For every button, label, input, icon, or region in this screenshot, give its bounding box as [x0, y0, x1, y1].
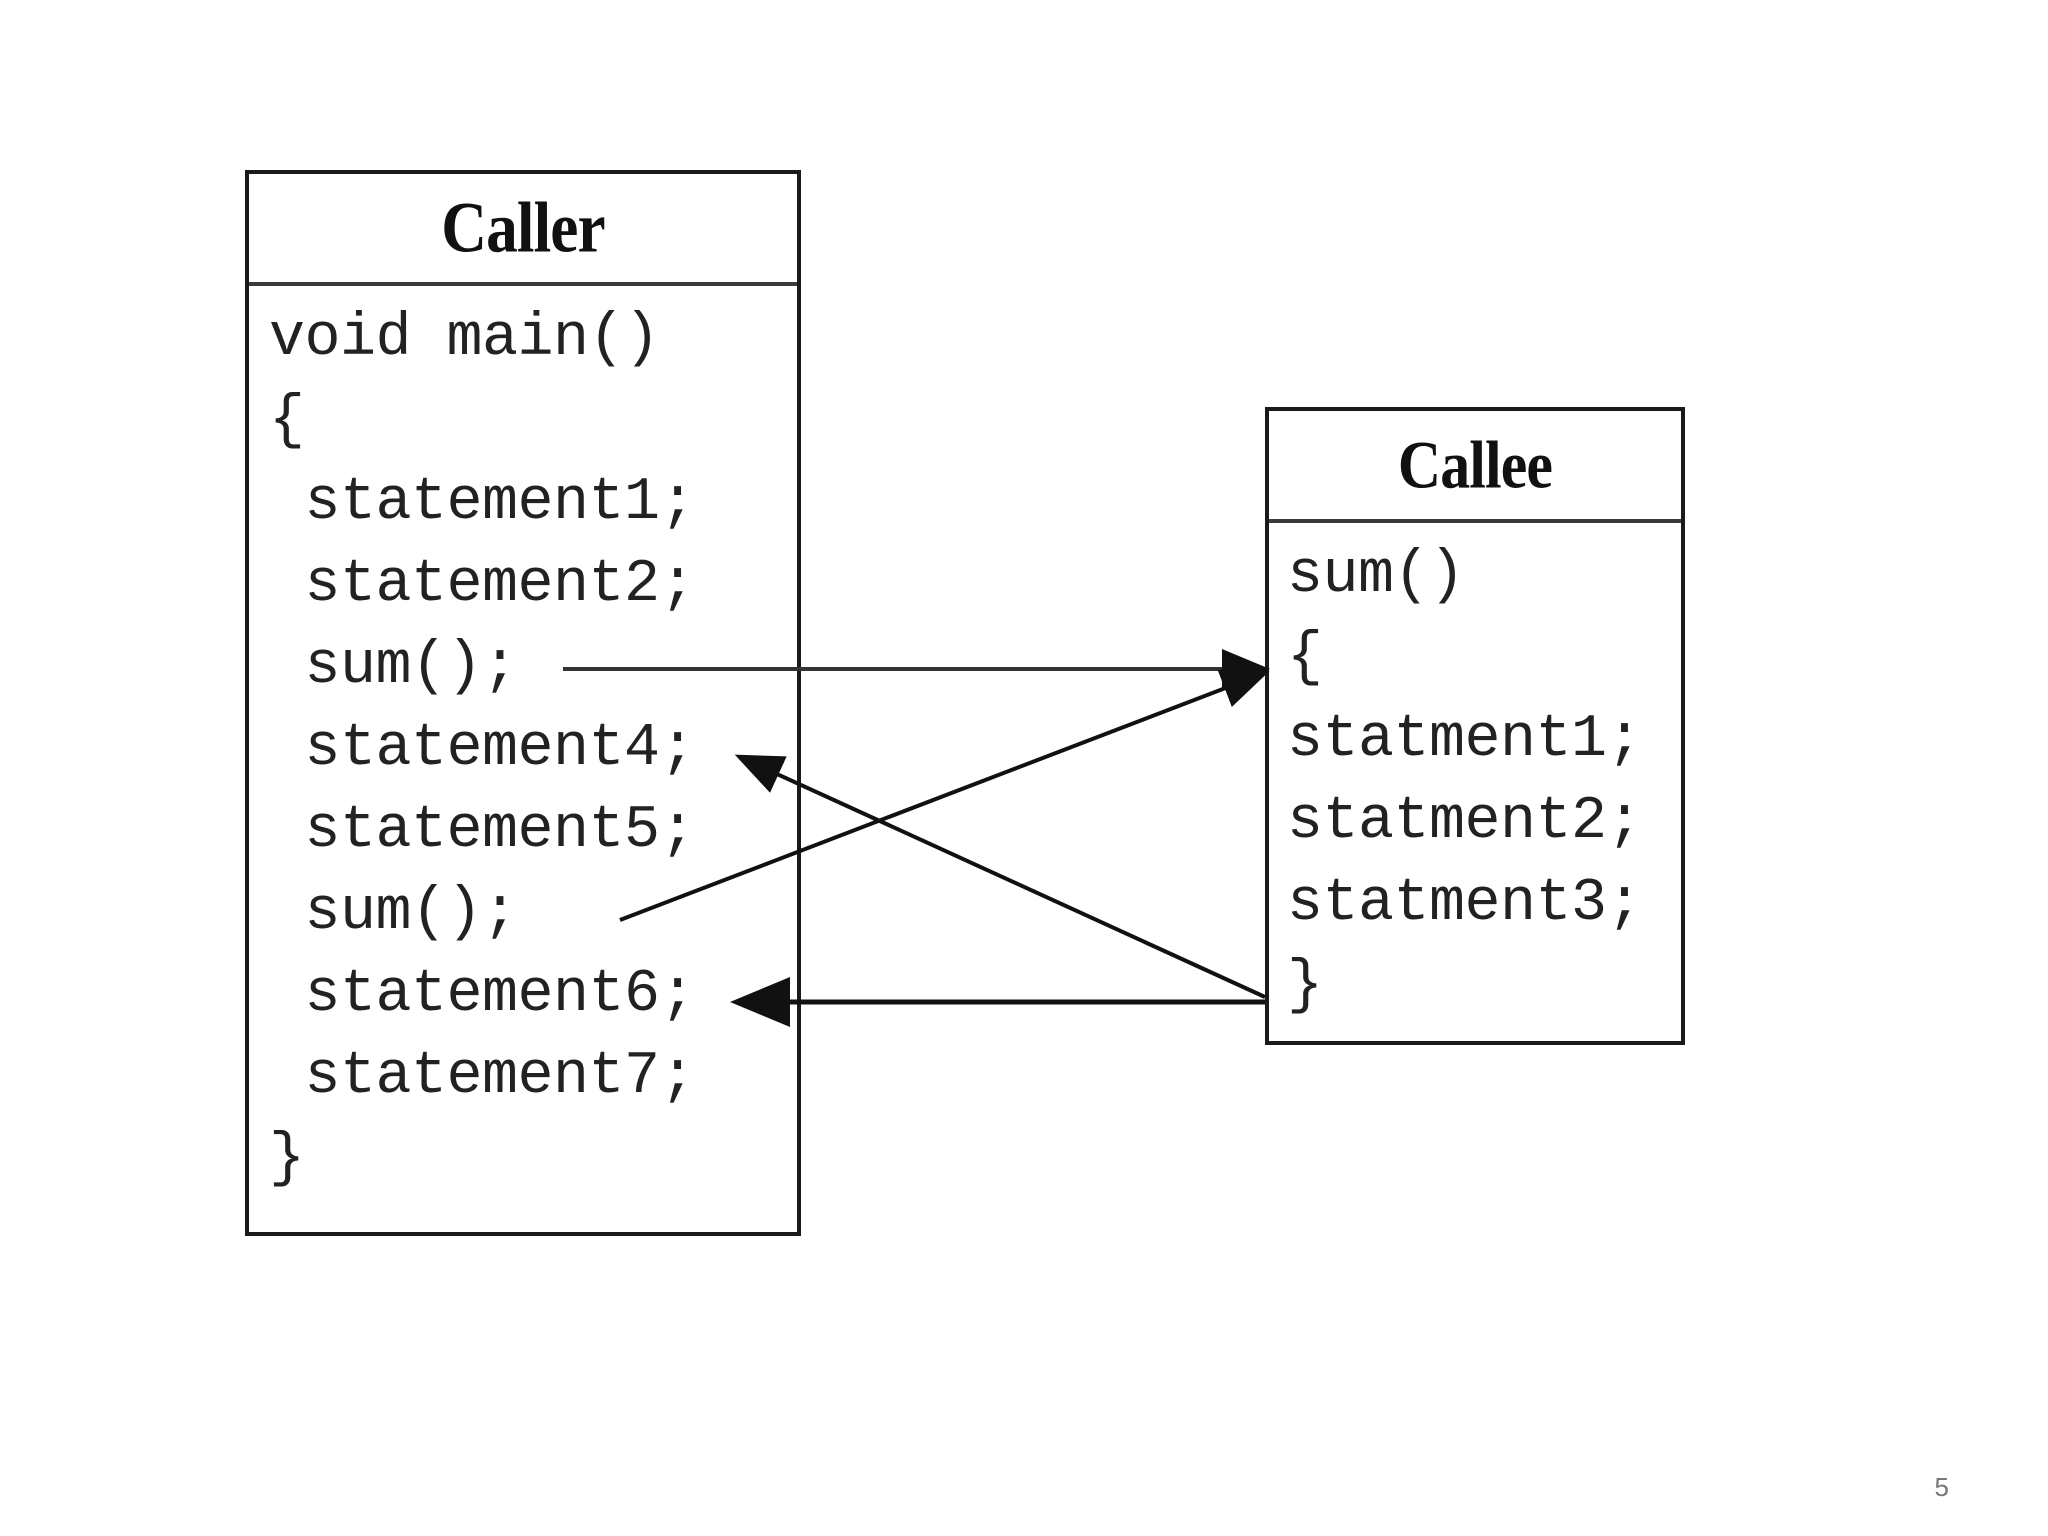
- callee-header: Callee: [1269, 411, 1681, 523]
- caller-header: Caller: [249, 174, 797, 286]
- callee-title: Callee: [1397, 426, 1553, 503]
- caller-line-open-brace: {: [269, 387, 305, 455]
- callee-line-statment1: statment1;: [1287, 706, 1643, 774]
- caller-line-statement2: statement2;: [269, 551, 696, 619]
- callee-code: sum() { statment1; statment2; statment3;…: [1287, 535, 1643, 1020]
- caller-line-signature: void main(): [269, 305, 660, 373]
- caller-line-statement1: statement1;: [269, 469, 696, 537]
- page-number: 5: [1934, 1472, 1949, 1502]
- caller-title: Caller: [441, 187, 605, 268]
- callee-line-signature: sum(): [1287, 542, 1465, 610]
- caller-line-sum-call-1: sum();: [269, 633, 519, 701]
- caller-line-statement4: statement4;: [269, 715, 696, 783]
- callee-box: Callee sum() { statment1; statment2; sta…: [1265, 407, 1685, 1045]
- caller-code: void main() { statement1; statement2; su…: [269, 298, 696, 1193]
- caller-box: Caller void main() { statement1; stateme…: [245, 170, 801, 1236]
- caller-line-sum-call-2: sum();: [269, 879, 519, 947]
- callee-line-open-brace: {: [1287, 624, 1323, 692]
- return-arrow-1: [734, 754, 1266, 999]
- caller-line-statement5: statement5;: [269, 797, 696, 865]
- caller-line-close-brace: }: [269, 1125, 305, 1193]
- callee-line-statment2: statment2;: [1287, 788, 1643, 856]
- callee-line-close-brace: }: [1287, 952, 1323, 1020]
- caller-line-statement6: statement6;: [269, 961, 696, 1029]
- caller-line-statement7: statement7;: [269, 1043, 696, 1111]
- callee-line-statment3: statment3;: [1287, 870, 1643, 938]
